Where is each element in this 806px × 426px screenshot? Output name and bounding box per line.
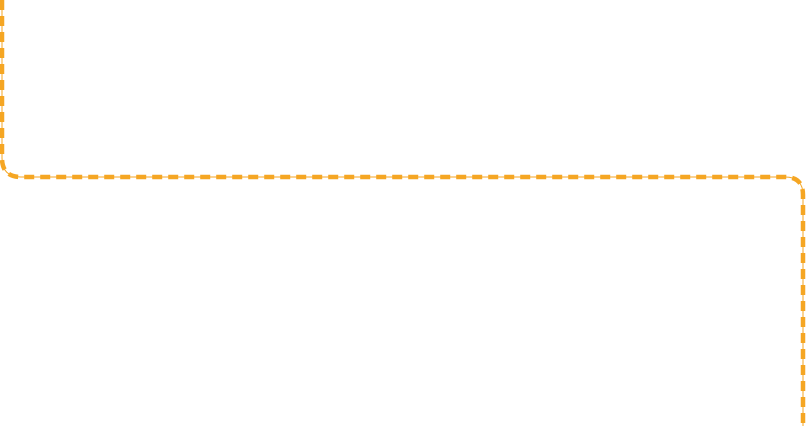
connector-line-base: [1, 0, 804, 426]
dashed-connector-line[interactable]: [0, 0, 806, 426]
connector-canvas: [0, 0, 806, 426]
